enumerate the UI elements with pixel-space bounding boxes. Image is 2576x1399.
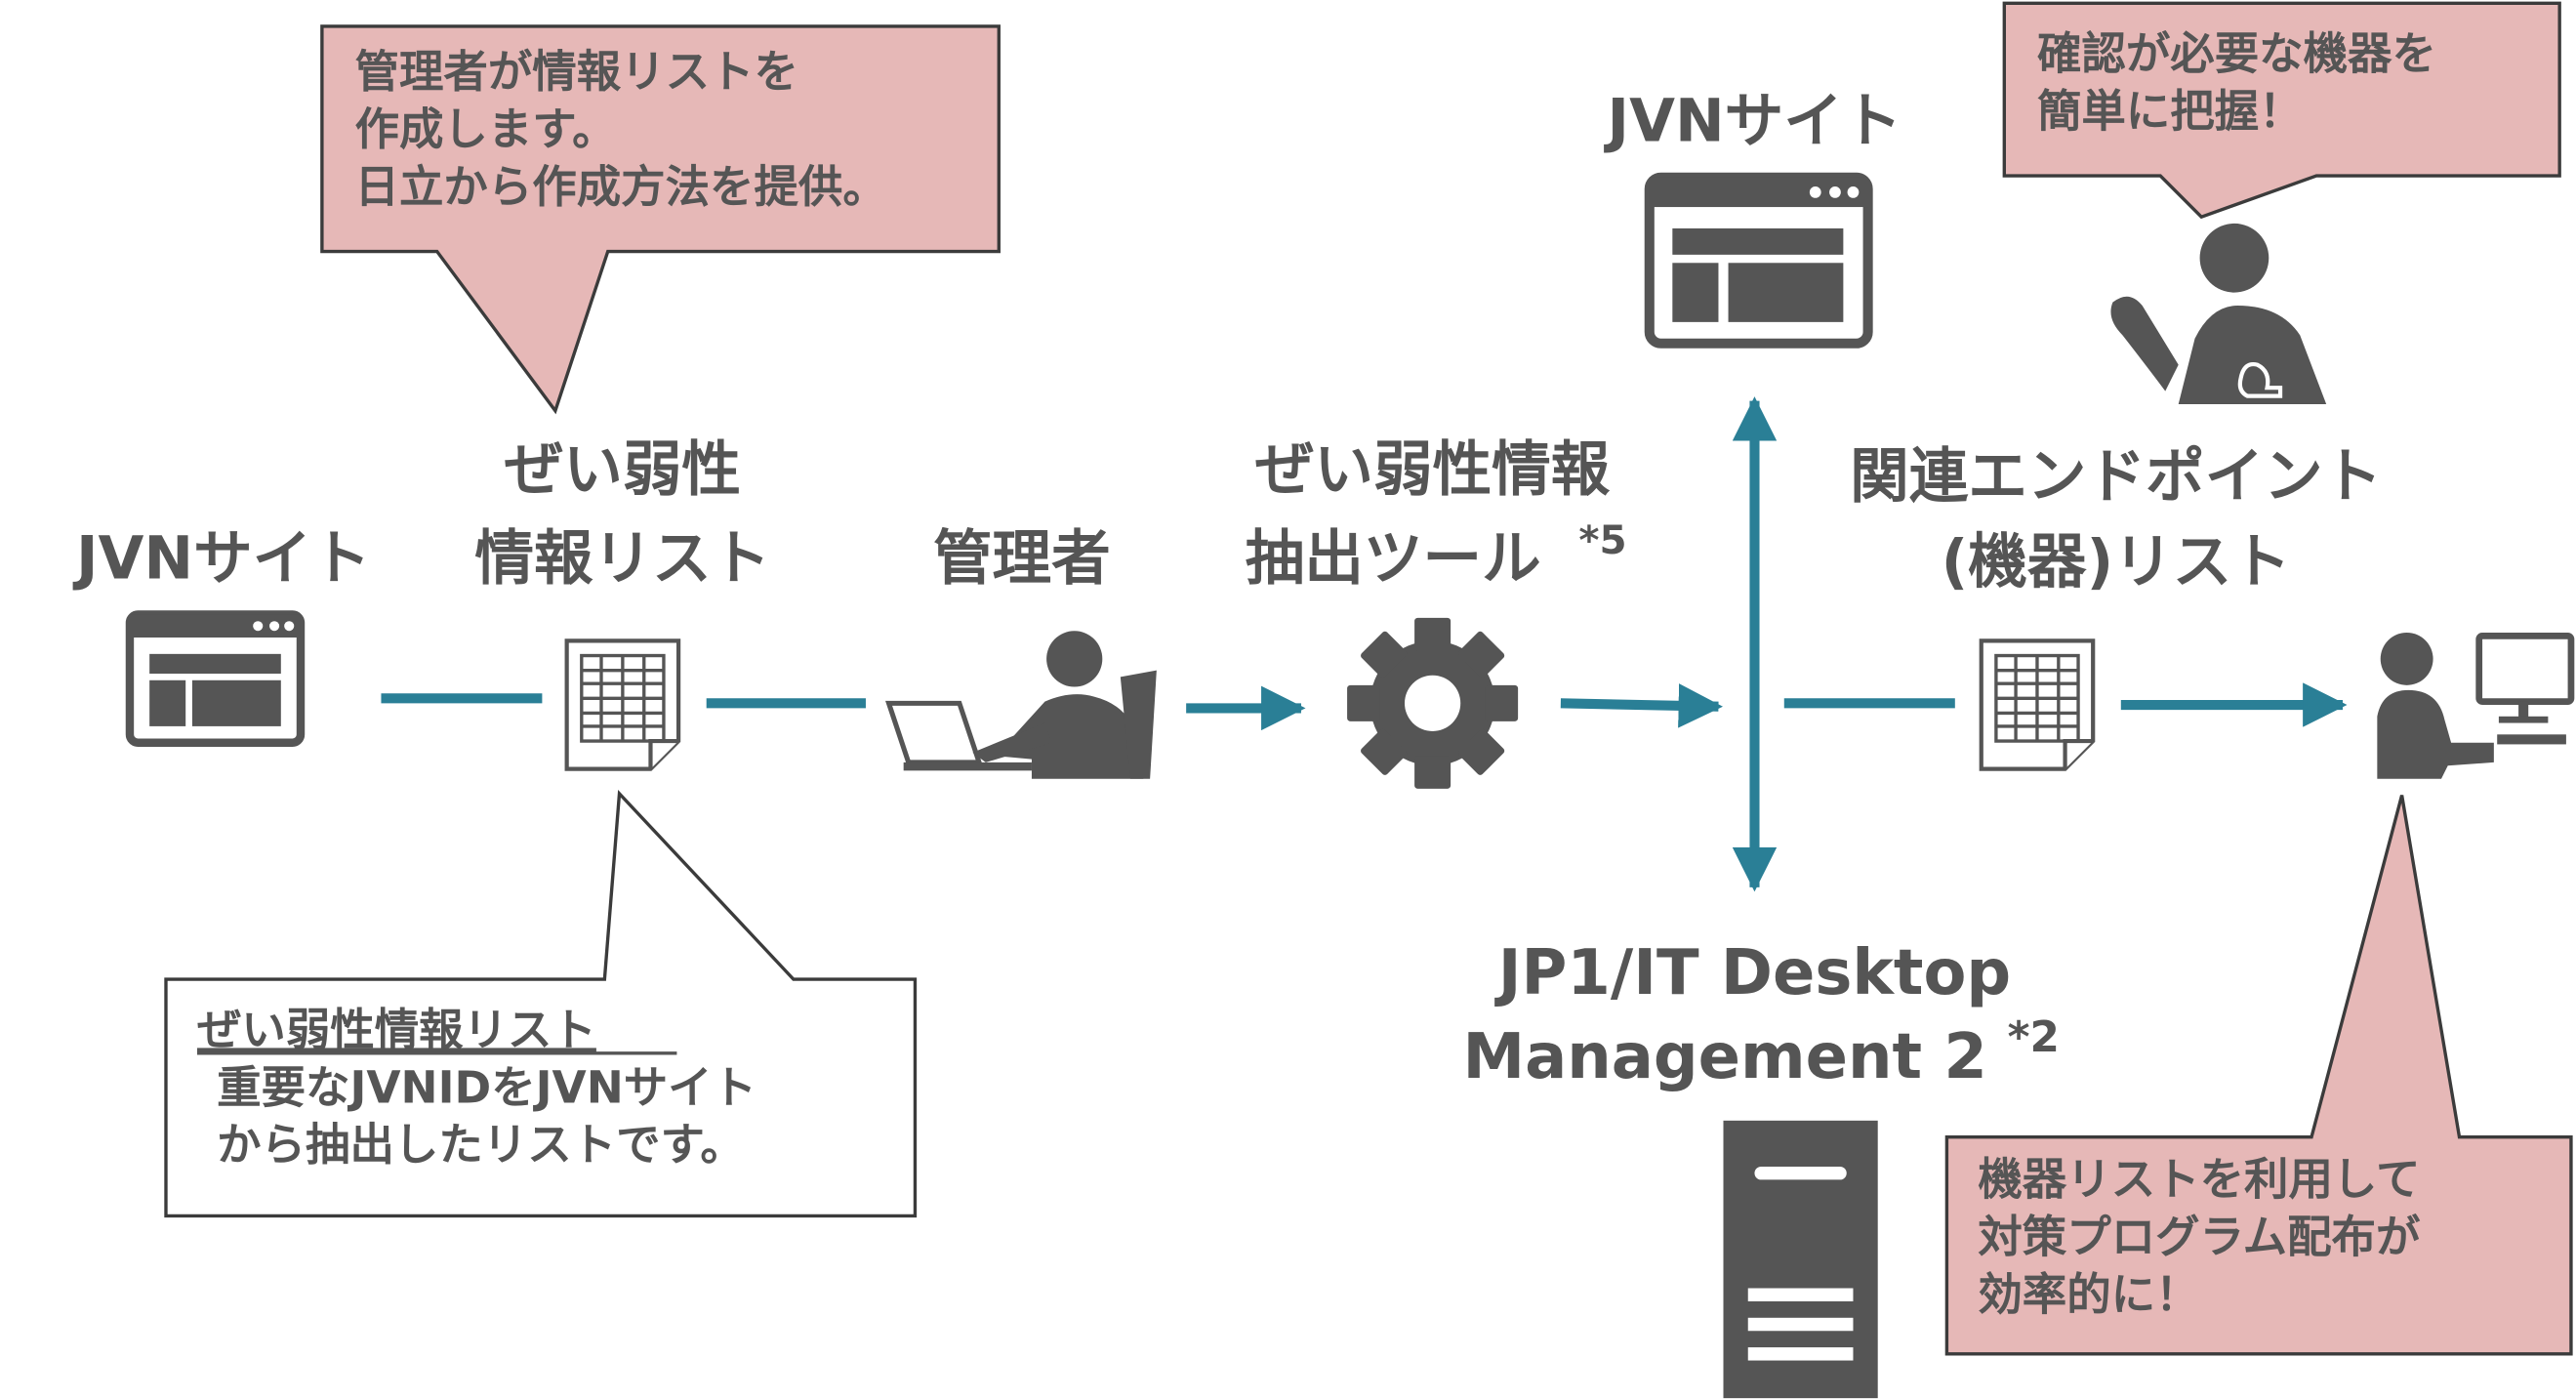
- callout-list-title: ぜい弱性情報リスト: [197, 1004, 596, 1055]
- callout-easy-grasp: 確認が必要な機器を 簡単に把握！: [2002, 1, 2561, 220]
- browser-window-icon: [125, 610, 306, 747]
- label-extract-tool-note: *5: [1578, 517, 1626, 563]
- callout-admin-line-2: 作成します。: [355, 103, 617, 155]
- label-extract-tool-1: ぜい弱性情報: [1255, 436, 1611, 505]
- callout-list-desc-2: から抽出したリストです。: [217, 1119, 745, 1171]
- callout-admin-line-1: 管理者が情報リストを: [355, 46, 798, 98]
- label-vuln-list-2: 情報リスト: [474, 524, 770, 593]
- thinking-person-icon: [2110, 223, 2327, 405]
- label-jp1-note: *2: [2008, 1012, 2060, 1062]
- label-jvn-site-left: JVNサイト: [72, 524, 371, 593]
- svg-text:日立から作成方法を提供。: 日立から作成方法を提供。: [355, 161, 887, 213]
- callout-grasp-line-2: 簡単に把握！: [2037, 86, 2304, 138]
- connectors: [381, 396, 2348, 892]
- person-computer-icon: [2377, 632, 2575, 779]
- browser-window-icon: [1644, 172, 1873, 349]
- label-endpoint-list-2: (機器)リスト: [1942, 528, 2291, 597]
- label-vuln-list-1: ぜい弱性: [505, 436, 741, 505]
- spreadsheet-document-icon: [564, 638, 681, 771]
- label-admin: 管理者: [933, 524, 1111, 593]
- callout-efficient: 機器リストを利用して 対策プログラム配布が 効率的に！: [1944, 795, 2573, 1356]
- label-jvn-site-top: JVNサイト: [1604, 88, 1902, 156]
- label-jp1-line-2: Management 2: [1462, 1021, 1986, 1093]
- callout-efficient-line-3: 効率的に！: [1978, 1268, 2199, 1320]
- svg-text:管理者が情報リストを: 管理者が情報リストを: [355, 46, 798, 98]
- label-jp1-line-1: JP1/IT Desktop: [1494, 937, 2011, 1009]
- callout-list-desc-1: 重要なJVNIDをJVNサイト: [217, 1061, 756, 1113]
- server-tower-icon: [1723, 1120, 1878, 1399]
- svg-text:作成します。: 作成します。: [355, 103, 617, 155]
- callout-list-description: ぜい弱性情報リスト 重要なJVNIDをJVNサイト から抽出したリストです。: [164, 789, 918, 1218]
- spreadsheet-document-icon: [1979, 638, 2096, 771]
- callout-efficient-line-2: 対策プログラム配布が: [1978, 1211, 2421, 1262]
- callout-admin-creates: 管理者が情報リストを 作成します。 日立から作成方法を提供。: [320, 24, 1001, 415]
- callout-admin-line-3: 日立から作成方法を提供。: [355, 161, 887, 213]
- label-endpoint-list-1: 関連エンドポイント: [1850, 442, 2382, 511]
- person-laptop-icon: [885, 631, 1157, 779]
- gear-icon: [1347, 617, 1519, 789]
- arrow-tool-to-hub: [1560, 683, 1723, 728]
- callout-efficient-line-1: 機器リストを利用して: [1978, 1154, 2420, 1206]
- label-extract-tool-2: 抽出ツール: [1246, 524, 1541, 593]
- callout-grasp-line-1: 確認が必要な機器を: [2037, 28, 2436, 80]
